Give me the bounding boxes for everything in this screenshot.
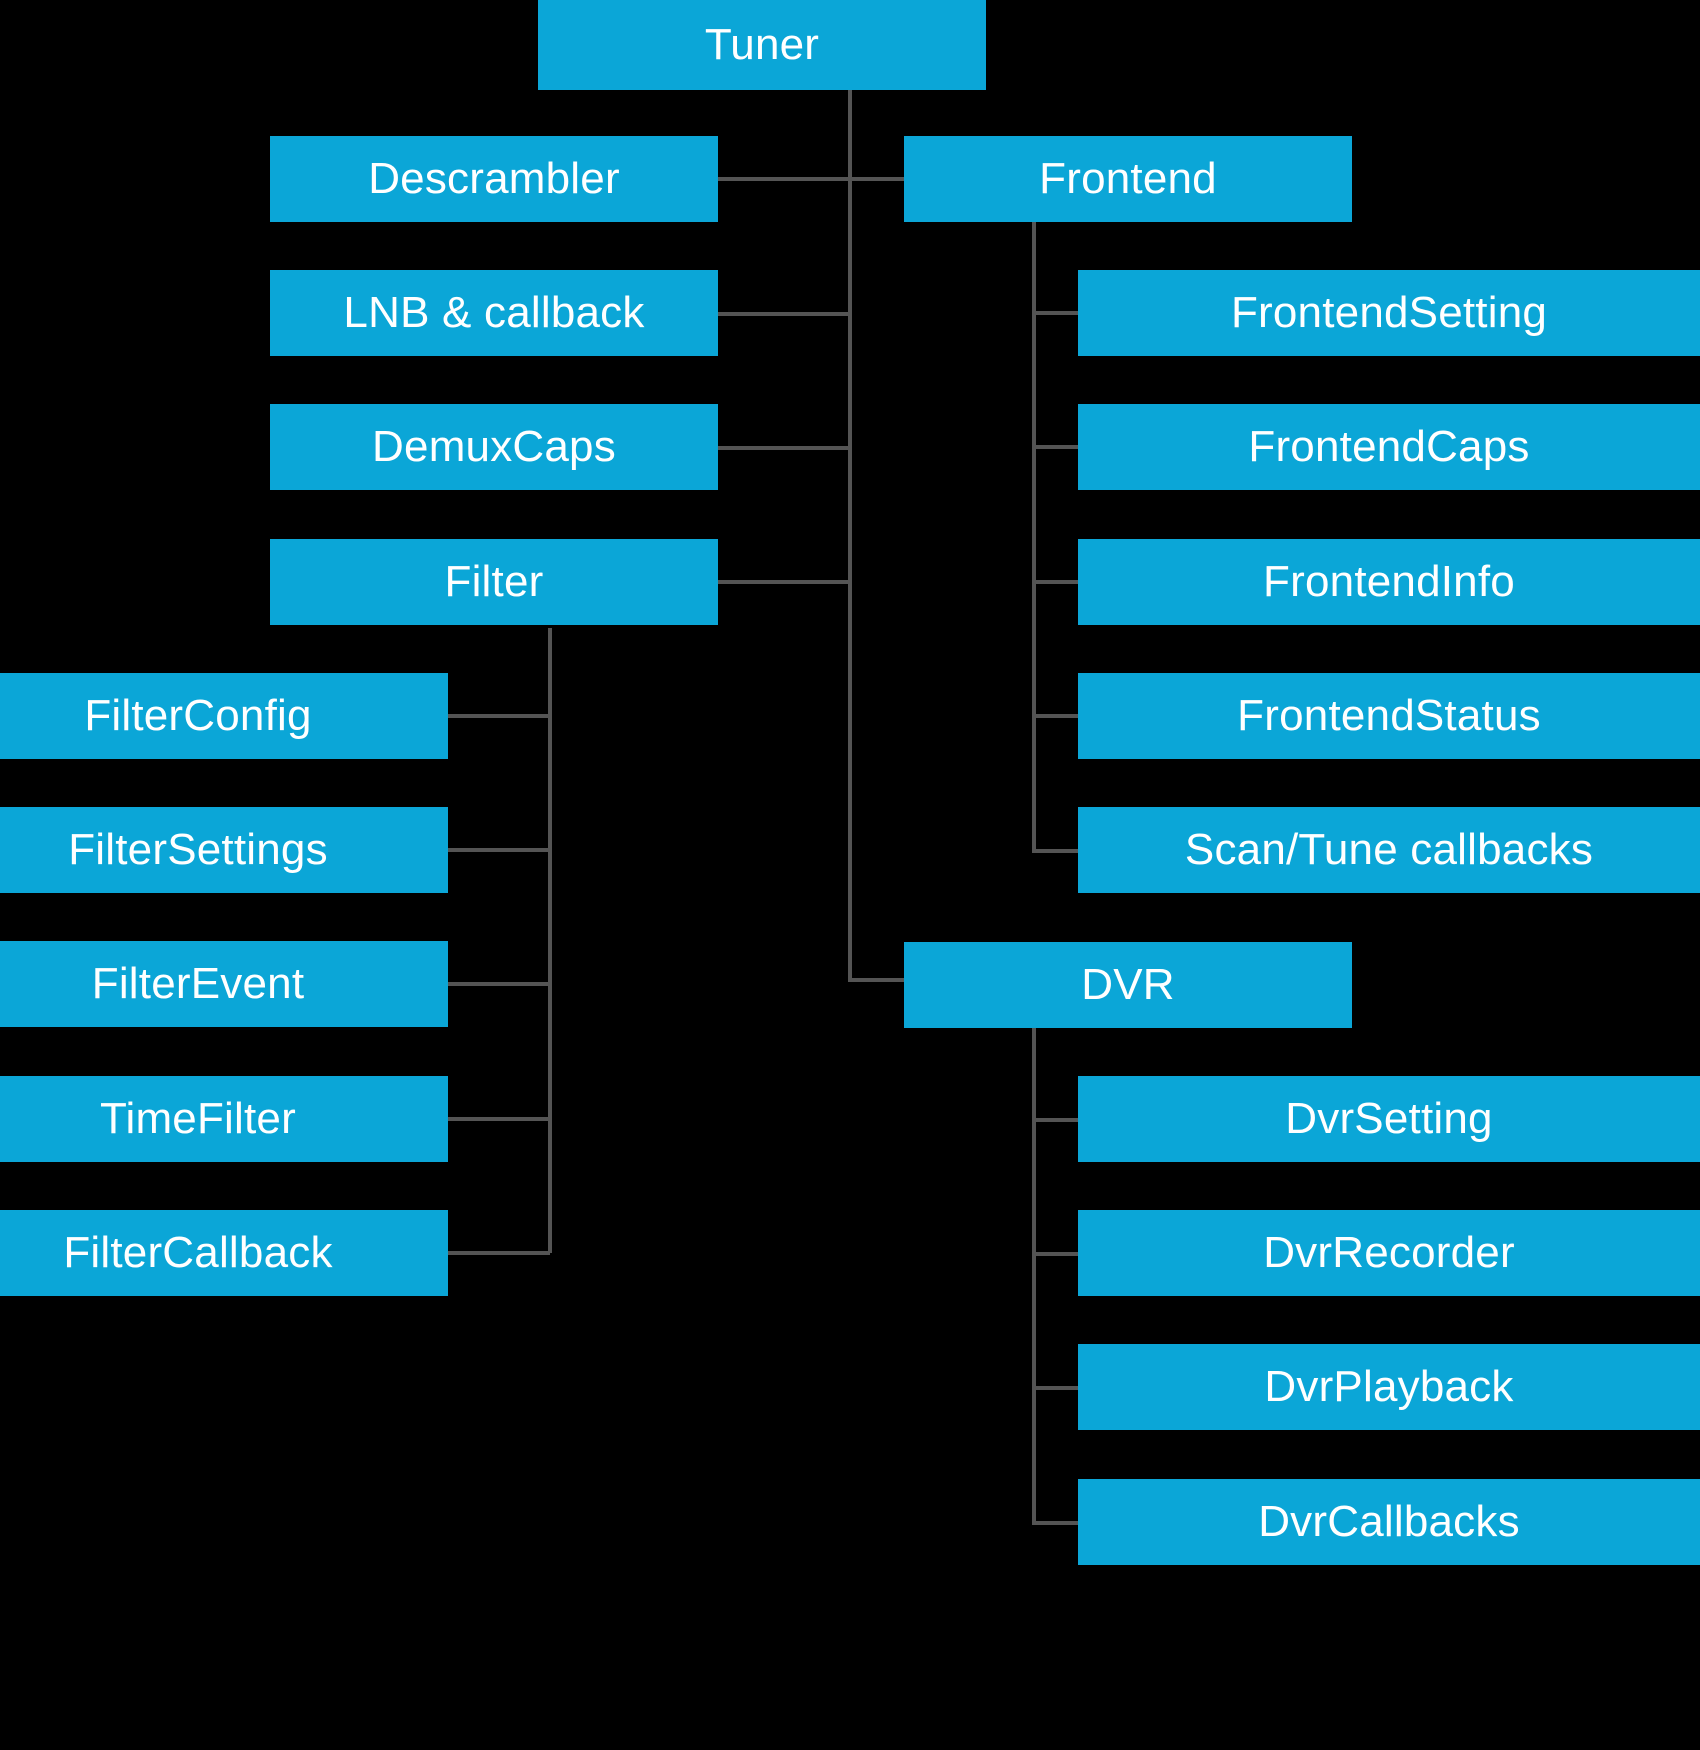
edge-dvr-recorder [1032,1252,1078,1256]
node-demuxcaps[interactable]: DemuxCaps [270,404,718,490]
edge-filter-settings [448,848,550,852]
edge-filter-trunk [548,628,552,1253]
edge-time-filter [448,1117,550,1121]
node-dvr-callbacks[interactable]: DvrCallbacks [1078,1479,1700,1565]
node-tuner[interactable]: Tuner [538,0,986,90]
node-filter-event[interactable]: FilterEvent [0,941,448,1027]
edge-tuner-filter [718,580,850,584]
node-filter-callback[interactable]: FilterCallback [0,1210,448,1296]
node-lnb-callback[interactable]: LNB & callback [270,270,718,356]
node-filter-settings[interactable]: FilterSettings [0,807,448,893]
node-frontend-setting[interactable]: FrontendSetting [1078,270,1700,356]
node-frontend[interactable]: Frontend [904,136,1352,222]
edge-frontend-setting [1032,311,1078,315]
edge-scan-tune-callbacks [1032,849,1078,853]
edge-filter-callback [448,1251,550,1255]
node-frontend-status[interactable]: FrontendStatus [1078,673,1700,759]
node-scan-tune-callbacks[interactable]: Scan/Tune callbacks [1078,807,1700,893]
edge-dvr-setting [1032,1118,1078,1122]
node-dvr-setting[interactable]: DvrSetting [1078,1076,1700,1162]
node-dvr[interactable]: DVR [904,942,1352,1028]
node-filter[interactable]: Filter [270,539,718,625]
edge-frontend-status [1032,714,1078,718]
edge-filter-event [448,982,550,986]
edge-tuner-trunk [848,90,852,980]
node-time-filter[interactable]: TimeFilter [0,1076,448,1162]
edge-frontend-trunk [1032,222,1036,853]
node-descrambler[interactable]: Descrambler [270,136,718,222]
edge-frontend-caps [1032,445,1078,449]
edge-tuner-lnb [718,312,850,316]
edge-dvr-trunk [1032,1028,1036,1525]
edge-tuner-frontend [848,177,904,181]
node-frontend-info[interactable]: FrontendInfo [1078,539,1700,625]
node-frontend-caps[interactable]: FrontendCaps [1078,404,1700,490]
edge-tuner-descrambler [718,177,850,181]
node-dvr-recorder[interactable]: DvrRecorder [1078,1210,1700,1296]
edge-tuner-dvr [848,978,904,982]
edge-filter-config [448,714,550,718]
node-filter-config[interactable]: FilterConfig [0,673,448,759]
node-dvr-playback[interactable]: DvrPlayback [1078,1344,1700,1430]
edge-tuner-demuxcaps [718,446,850,450]
edge-dvr-callbacks [1032,1521,1078,1525]
edge-dvr-playback [1032,1386,1078,1390]
edge-frontend-info [1032,580,1078,584]
